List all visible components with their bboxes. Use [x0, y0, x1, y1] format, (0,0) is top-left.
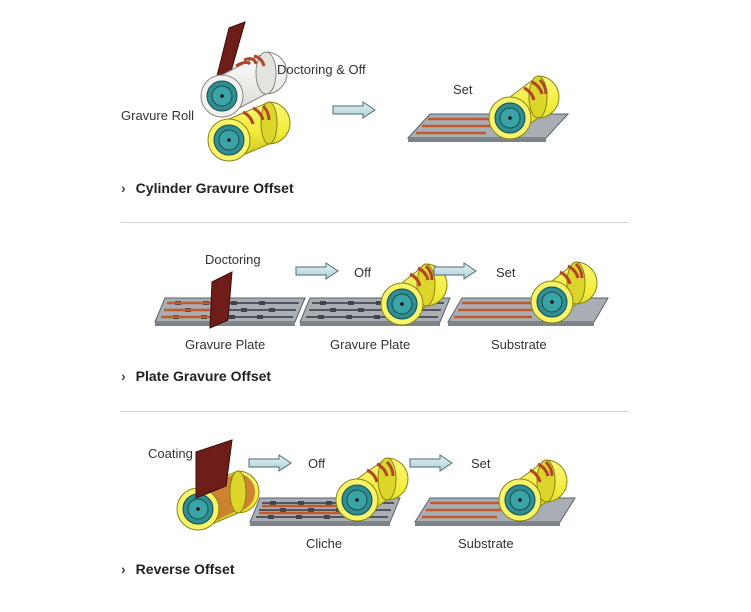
arrow-2a	[295, 262, 339, 280]
label-gravure-roll: Gravure Roll	[121, 108, 194, 123]
label-set-3: Set	[471, 456, 491, 471]
arrow-3b	[409, 454, 453, 472]
label-substrate-3: Substrate	[458, 536, 514, 551]
label-substrate-2: Substrate	[491, 337, 547, 352]
divider-2	[121, 411, 628, 412]
chevron-right-icon: ›	[121, 368, 126, 384]
section-title-text: Reverse Offset	[135, 561, 235, 577]
label-coating: Coating	[148, 446, 193, 461]
label-gravure-plate-2: Gravure Plate	[330, 337, 411, 352]
section-title-plate: › Plate Gravure Offset	[121, 368, 271, 384]
substrate-1	[406, 113, 570, 142]
section-title-cylinder: › Cylinder Gravure Offset	[121, 180, 294, 196]
section-title-reverse: › Reverse Offset	[121, 561, 235, 577]
label-doctoring: Doctoring	[205, 252, 261, 267]
divider-1	[121, 222, 628, 223]
label-off-3: Off	[308, 456, 326, 471]
label-off-2: Off	[354, 265, 372, 280]
chevron-right-icon: ›	[121, 561, 126, 577]
cliche-plate	[249, 497, 401, 527]
coating-blade	[195, 439, 233, 499]
yellow-roll-set-2	[530, 261, 598, 325]
label-set-1: Set	[453, 82, 473, 97]
doctor-blade-2	[209, 271, 233, 329]
label-doctoring-off: Doctoring & Off	[277, 62, 366, 77]
label-gravure-plate-1: Gravure Plate	[185, 337, 266, 352]
yellow-roll-set-1	[488, 75, 560, 140]
section-title-text: Plate Gravure Offset	[135, 368, 272, 384]
arrow-3a	[248, 454, 292, 472]
yellow-roll-3	[335, 457, 409, 522]
arrow-1	[332, 101, 376, 119]
gravure-roll-white	[200, 51, 288, 118]
yellow-roll-2	[380, 263, 448, 327]
label-set-2: Set	[496, 265, 516, 280]
section-title-text: Cylinder Gravure Offset	[135, 180, 294, 196]
yellow-roll-1	[207, 101, 291, 162]
gravure-plate-1	[154, 297, 306, 327]
yellow-roll-set-3	[498, 459, 568, 522]
substrate-3	[414, 497, 576, 526]
label-cliche: Cliche	[306, 536, 343, 551]
chevron-right-icon: ›	[121, 180, 126, 196]
